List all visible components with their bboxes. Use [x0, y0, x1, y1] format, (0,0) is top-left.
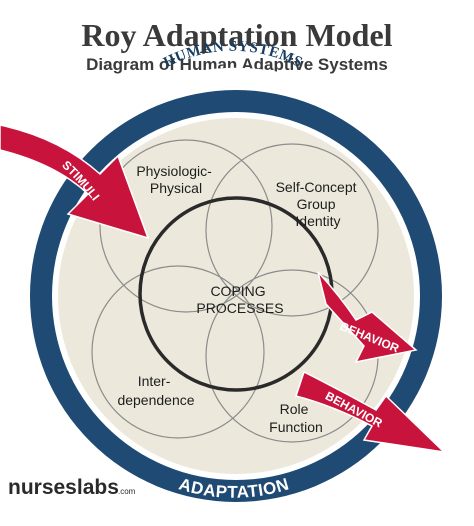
coping-processes-label: COPING PROCESSES — [196, 283, 283, 316]
brand-name: nurseslabs — [8, 476, 119, 499]
interdependence-label: Inter- dependence — [117, 373, 194, 408]
top-label-band — [140, 67, 332, 104]
brand-suffix: .com — [118, 487, 136, 496]
physiologic-circle — [99, 139, 273, 313]
role-function-label: Role Function — [269, 401, 323, 435]
stimuli-arrow — [0, 124, 150, 240]
self-concept-circle — [205, 143, 379, 317]
diagram-subtitle: Diagram of Human Adaptive Systems — [86, 55, 388, 74]
behavior-arrow-2 — [295, 370, 447, 454]
physiologic-label: Physiologic- Physical — [136, 163, 215, 196]
diagram-title: Roy Adaptation Model — [81, 17, 392, 53]
interdependence-circle — [91, 265, 265, 439]
self-concept-label: Self-Concept Group Identity — [276, 179, 361, 229]
brand-logo: nurseslabs .com — [8, 476, 136, 499]
behavior-arrow-1 — [317, 271, 418, 364]
